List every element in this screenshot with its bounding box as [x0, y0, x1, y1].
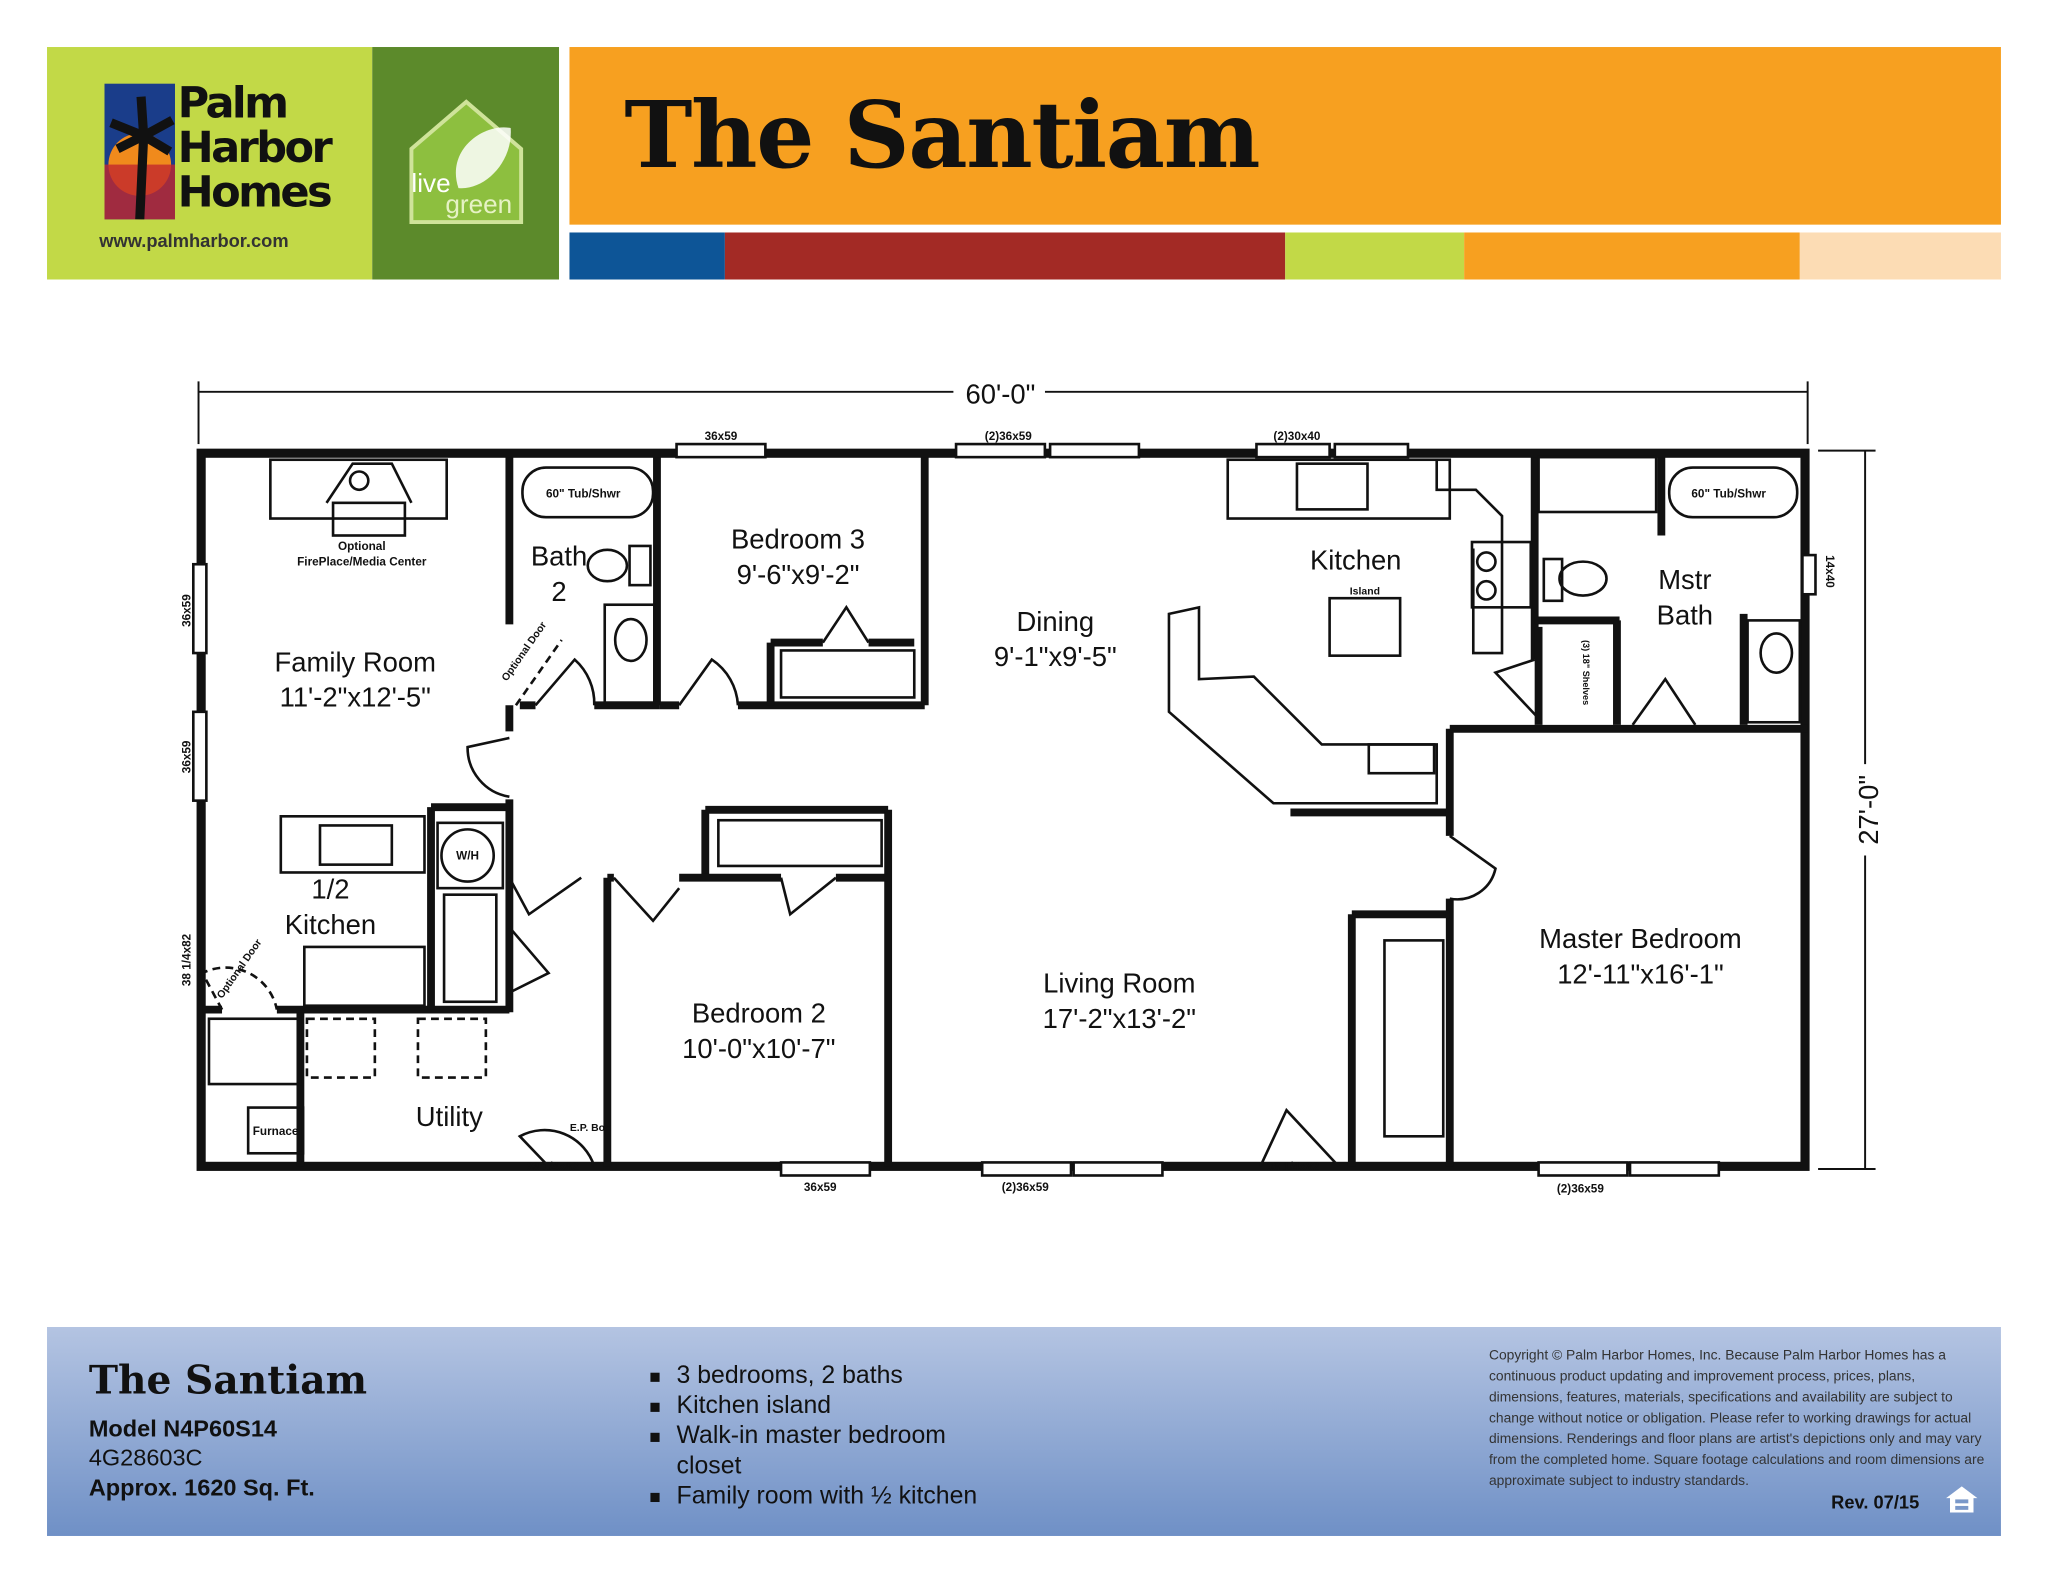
window-label: (2)36x59 [985, 430, 1032, 443]
brand-line: Palm [177, 77, 289, 128]
footer-panel [47, 1326, 2001, 1536]
mstr-bath-label-2: Bath [1657, 599, 1713, 630]
water-heater-note: W/H [456, 849, 479, 862]
palm-tree-icon [104, 83, 176, 220]
dining-dims: 9'-1"x9'-5" [994, 641, 1117, 672]
brand-line: Homes [177, 165, 333, 217]
fixtures [207, 455, 1802, 1155]
page-title: The Santiam [624, 80, 1260, 190]
master-bedroom-dims: 12'-11"x16'-1" [1557, 958, 1724, 989]
utility-label: Utility [416, 1101, 483, 1132]
tub-note: 60" Tub/Shwr [546, 488, 621, 501]
depth-dimension-line [1818, 449, 1876, 1170]
mstr-bath-label: Mstr [1658, 564, 1711, 595]
door-label: 38 1/4x82 [526, 1160, 579, 1173]
window-label: 14x40 [1823, 555, 1836, 588]
windows [191, 442, 1817, 1177]
feature-item: Walk-in master bedroom closet [648, 1421, 1014, 1481]
stripe-blue [569, 232, 725, 280]
optional-door-note: Optional Door [215, 938, 264, 1001]
ep-box-note: E.P. Box [570, 1123, 611, 1134]
live-green-badge: live green [372, 47, 560, 280]
feature-item: Family room with ½ kitchen [648, 1481, 1014, 1511]
palm-harbor-logo[interactable]: Palm Harbor Homes www.palmharbor.com [47, 47, 373, 280]
bedroom3-label: Bedroom 3 [731, 524, 865, 555]
brand-line: Harbor [177, 121, 333, 173]
feature-item: 3 bedrooms, 2 baths [648, 1361, 1014, 1391]
overall-width: 60'-0" [966, 379, 1036, 410]
window-label: 36x59 [181, 594, 194, 627]
square-footage: Approx. 1620 Sq. Ft. [88, 1474, 315, 1501]
stripe-peach [1799, 232, 2001, 280]
badge-green: green [445, 190, 513, 220]
living-room-label: Living Room [1043, 968, 1195, 999]
plan-code: 4G28603C [88, 1444, 203, 1471]
model-number: Model N4P60S14 [88, 1415, 277, 1442]
window-label: 38 1/4x82 [181, 933, 194, 986]
island-note: Island [1350, 586, 1380, 597]
badge-live: live [411, 169, 451, 199]
width-dimension-line [197, 381, 1809, 445]
feature-list: 3 bedrooms, 2 baths Kitchen island Walk-… [648, 1361, 1014, 1511]
door-swings [200, 604, 1697, 1168]
window-label: 36x59 [804, 1181, 837, 1194]
window-label: (2)30x40 [1273, 430, 1320, 443]
bedroom2-label: Bedroom 2 [692, 998, 826, 1029]
furnace-note: Furnace [253, 1125, 299, 1138]
kitchen-label: Kitchen [1310, 544, 1401, 575]
equal-housing-icon [1946, 1486, 1978, 1513]
shelves-note: (3) 18" Shelves [1581, 640, 1591, 705]
bedroom3-dims: 9'-6"x9'-2" [737, 559, 860, 590]
dining-label: Dining [1016, 606, 1094, 637]
living-room-dims: 17'-2"x13'-2" [1043, 1003, 1196, 1034]
feature-item: Kitchen island [648, 1391, 1014, 1421]
window-label: 36x59 [181, 740, 194, 773]
window-label: (2)36x59 [1002, 1181, 1049, 1194]
stripe-red [724, 232, 1286, 280]
house-leaf-icon [409, 99, 524, 224]
fireplace-note-2: FirePlace/Media Center [297, 556, 427, 569]
bath2-number: 2 [551, 576, 566, 607]
floor-plan: 60'-0" 27'-0" Family Room 11'-2"x12'-5" … [180, 378, 1885, 1196]
stripe-lime [1285, 232, 1465, 280]
overall-depth: 27'-0" [1853, 775, 1884, 845]
optional-door-note: Optional Door [500, 620, 549, 683]
tub-note: 60" Tub/Shwr [1691, 488, 1766, 501]
bedroom2-dims: 10'-0"x10'-7" [682, 1033, 835, 1064]
revision-date: Rev. 07/15 [1831, 1491, 1920, 1513]
fireplace-note: Optional [338, 540, 386, 553]
title-bar [569, 47, 2001, 225]
window-label: (2)36x59 [1557, 1182, 1604, 1195]
family-room-dims: 11'-2"x12'-5" [280, 682, 431, 713]
window-label: 36x59 [705, 430, 738, 443]
stripe-orange [1464, 232, 1800, 280]
family-room-label: Family Room [275, 646, 436, 677]
master-bedroom-label: Master Bedroom [1539, 923, 1742, 954]
website-link[interactable]: www.palmharbor.com [99, 229, 289, 251]
half-kitchen-label: 1/2 [311, 874, 349, 905]
interior-walls [202, 457, 1808, 1167]
door-label: 38 1/4x82 [1267, 1160, 1320, 1173]
footer-title: The Santiam [88, 1358, 368, 1405]
half-kitchen-label-2: Kitchen [285, 909, 376, 940]
copyright-text: Copyright © Palm Harbor Homes, Inc. Beca… [1488, 1347, 1985, 1489]
bath2-label: Bath [531, 541, 587, 572]
